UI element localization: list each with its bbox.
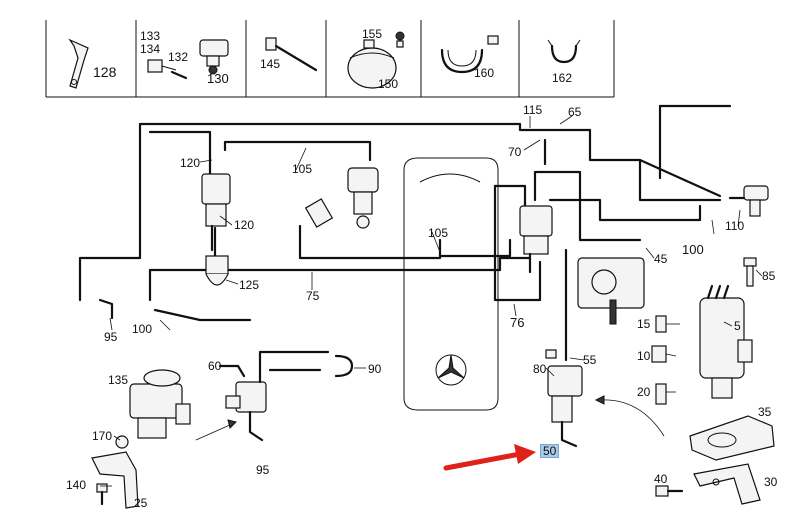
callout-95-left: 95: [104, 330, 118, 344]
callout-35: 35: [758, 405, 772, 419]
reservoir-150-icon: [347, 31, 405, 89]
callout-132: 132: [168, 50, 189, 64]
callout-105-center: 105: [428, 226, 449, 240]
hose-90: [334, 354, 354, 378]
seals-15-10-20: [651, 315, 667, 405]
vacuum-hose-network: [78, 104, 732, 362]
callout-110: 110: [725, 219, 745, 233]
callout-20: 20: [637, 385, 651, 399]
callout-162: 162: [552, 71, 573, 85]
flow-arrows: [195, 395, 665, 441]
callout-50-highlighted[interactable]: 50: [540, 444, 560, 458]
callout-5: 5: [734, 319, 741, 333]
callout-70: 70: [508, 145, 522, 159]
bracket-25-170-140: [91, 435, 139, 509]
callout-120-bottom: 120: [234, 218, 255, 232]
callout-10: 10: [637, 349, 651, 363]
leader-lines: [100, 115, 763, 487]
callout-45: 45: [654, 252, 668, 266]
valve-125: [205, 255, 229, 286]
bracket-35: [689, 415, 775, 461]
screw-85: [743, 257, 757, 287]
sensor-130-icon: [147, 39, 229, 80]
legend-strip: [45, 20, 615, 98]
pump-135: [129, 369, 191, 439]
callout-115: 115: [523, 103, 543, 117]
screw-40: [655, 485, 684, 497]
callout-100-left: 100: [132, 322, 153, 336]
connector-110: [728, 185, 769, 217]
callout-155: 155: [362, 27, 383, 41]
callout-133: 133: [140, 29, 161, 43]
callout-135: 135: [108, 373, 129, 387]
cable-tie-145-icon: [265, 37, 318, 72]
valve-60-95: [218, 350, 330, 442]
clip-162-icon: [547, 39, 581, 64]
valve-70: [519, 205, 553, 274]
callout-140: 140: [66, 478, 87, 492]
callout-130: 130: [207, 71, 229, 86]
switchover-valve-50: [545, 349, 583, 448]
callout-85: 85: [762, 269, 776, 283]
callout-150: 150: [378, 77, 399, 91]
callout-80: 80: [533, 362, 547, 376]
bracket-128-icon: [68, 38, 89, 89]
red-pointer-arrow: [443, 444, 536, 471]
callout-30: 30: [764, 475, 778, 489]
sensor-105: [347, 167, 379, 229]
callout-170: 170: [92, 429, 113, 443]
valve-45-unit: [577, 257, 645, 325]
callout-55: 55: [583, 353, 597, 367]
callout-125: 125: [239, 278, 260, 292]
clip-160-icon: [440, 35, 499, 74]
callout-65: 65: [568, 105, 582, 119]
callout-60: 60: [208, 359, 222, 373]
callout-134: 134: [140, 42, 161, 56]
callout-40: 40: [654, 472, 668, 486]
callout-76: 76: [510, 315, 525, 330]
connector-105-left: [304, 198, 334, 228]
callout-95-bottom: 95: [256, 463, 270, 477]
engine-cover-panel: [403, 157, 499, 411]
callout-100-right: 100: [682, 242, 704, 257]
callout-120-top: 120: [180, 156, 201, 170]
callout-25: 25: [134, 496, 148, 510]
bracket-30: [693, 463, 761, 505]
callout-105-top: 105: [292, 162, 313, 176]
callout-145: 145: [260, 57, 281, 71]
callout-15: 15: [637, 317, 651, 331]
valve-120-left: [201, 173, 231, 252]
callout-90: 90: [368, 362, 382, 376]
callout-160: 160: [474, 66, 495, 80]
callout-128: 128: [93, 64, 117, 80]
callout-75: 75: [306, 289, 320, 303]
actuator-5: [699, 284, 753, 399]
